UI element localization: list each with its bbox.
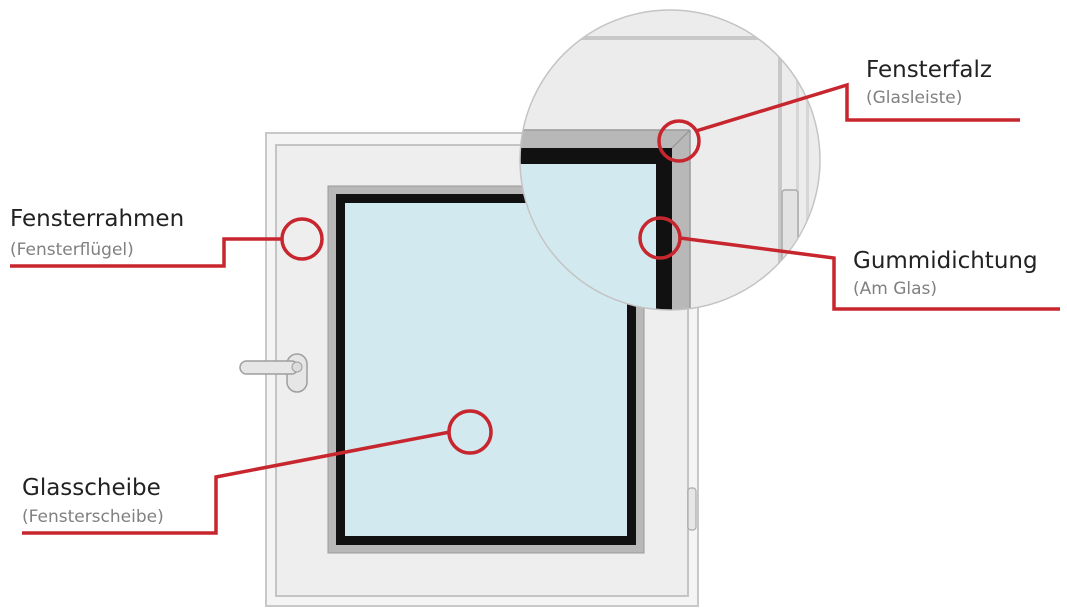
callout-marker-fensterfalz <box>657 119 701 163</box>
window-handle-icon <box>239 353 308 393</box>
gummidichtung-title: Gummidichtung <box>853 248 1038 274</box>
gummidichtung-subtitle: (Am Glas) <box>853 279 937 299</box>
callout-fensterfalz: Fensterfalz (Glasleiste) <box>657 57 1020 163</box>
callout-fensterrahmen: Fensterrahmen (Fensterflügel) <box>10 206 324 268</box>
callout-line-fensterfalz <box>695 82 1020 133</box>
callout-line-glasscheibe <box>22 430 451 535</box>
hinge-icon <box>687 487 697 531</box>
glasscheibe-title: Glasscheibe <box>22 475 161 501</box>
fensterfalz-title: Fensterfalz <box>866 57 992 83</box>
fensterrahmen-subtitle: (Fensterflügel) <box>10 240 134 260</box>
callout-line-fensterrahmen <box>10 237 282 268</box>
glasscheibe-subtitle: (Fensterscheibe) <box>22 507 164 527</box>
fensterfalz-subtitle: (Glasleiste) <box>866 88 962 108</box>
callout-glasscheibe: Glasscheibe (Fensterscheibe) <box>22 409 493 535</box>
callout-gummidichtung: Gummidichtung (Am Glas) <box>638 216 1060 311</box>
zoom-outline <box>519 9 821 311</box>
callout-line-gummidichtung <box>679 236 1060 311</box>
fensterrahmen-title: Fensterrahmen <box>10 206 184 232</box>
